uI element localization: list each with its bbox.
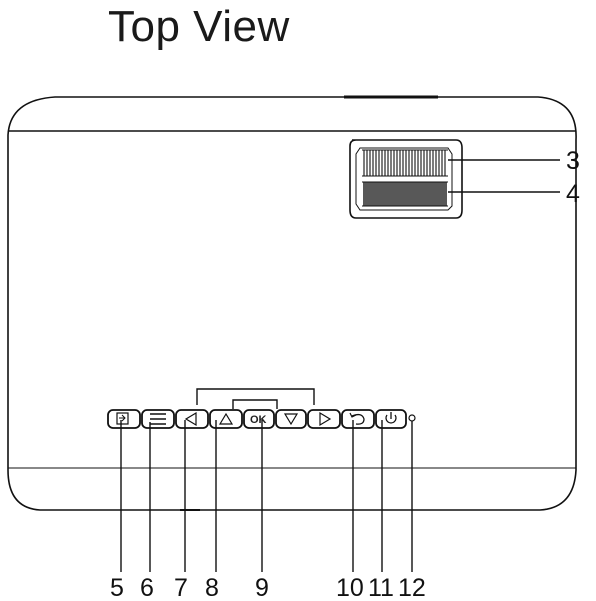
focus-ring [362,149,448,177]
callout-12: 12 [398,574,426,601]
indicator-light [408,414,416,422]
up-button[interactable] [209,409,243,429]
down-arrow-icon [283,413,299,426]
power-button[interactable] [375,409,407,429]
callout-4: 4 [566,180,580,208]
menu-icon [150,413,166,425]
control-panel: OK [107,409,416,429]
callout-9: 9 [255,574,269,601]
power-icon [385,412,397,424]
ok-button[interactable]: OK [243,409,275,429]
projector-body [7,96,577,511]
up-arrow-icon [218,412,234,425]
callout-3: 3 [566,147,580,175]
callout-5: 5 [110,574,124,601]
right-button[interactable] [307,409,341,429]
callout-6: 6 [140,574,154,601]
callout-10: 10 [336,574,364,601]
callout-7: 7 [174,574,188,601]
focus-zoom-housing [349,139,463,219]
left-button[interactable] [175,409,209,429]
page-title: Top View [108,2,290,51]
source-icon [116,412,129,425]
left-arrow-icon [184,411,197,427]
callout-11: 11 [368,574,394,601]
indicator-light-icon [408,414,416,422]
menu-button[interactable] [141,409,175,429]
return-icon [349,412,365,425]
zoom-ring [362,181,448,207]
callout-8: 8 [205,574,219,601]
right-arrow-icon [319,411,332,427]
ok-label: OK [250,414,267,426]
return-button[interactable] [341,409,375,429]
down-button[interactable] [275,409,307,429]
source-button[interactable] [107,409,141,429]
